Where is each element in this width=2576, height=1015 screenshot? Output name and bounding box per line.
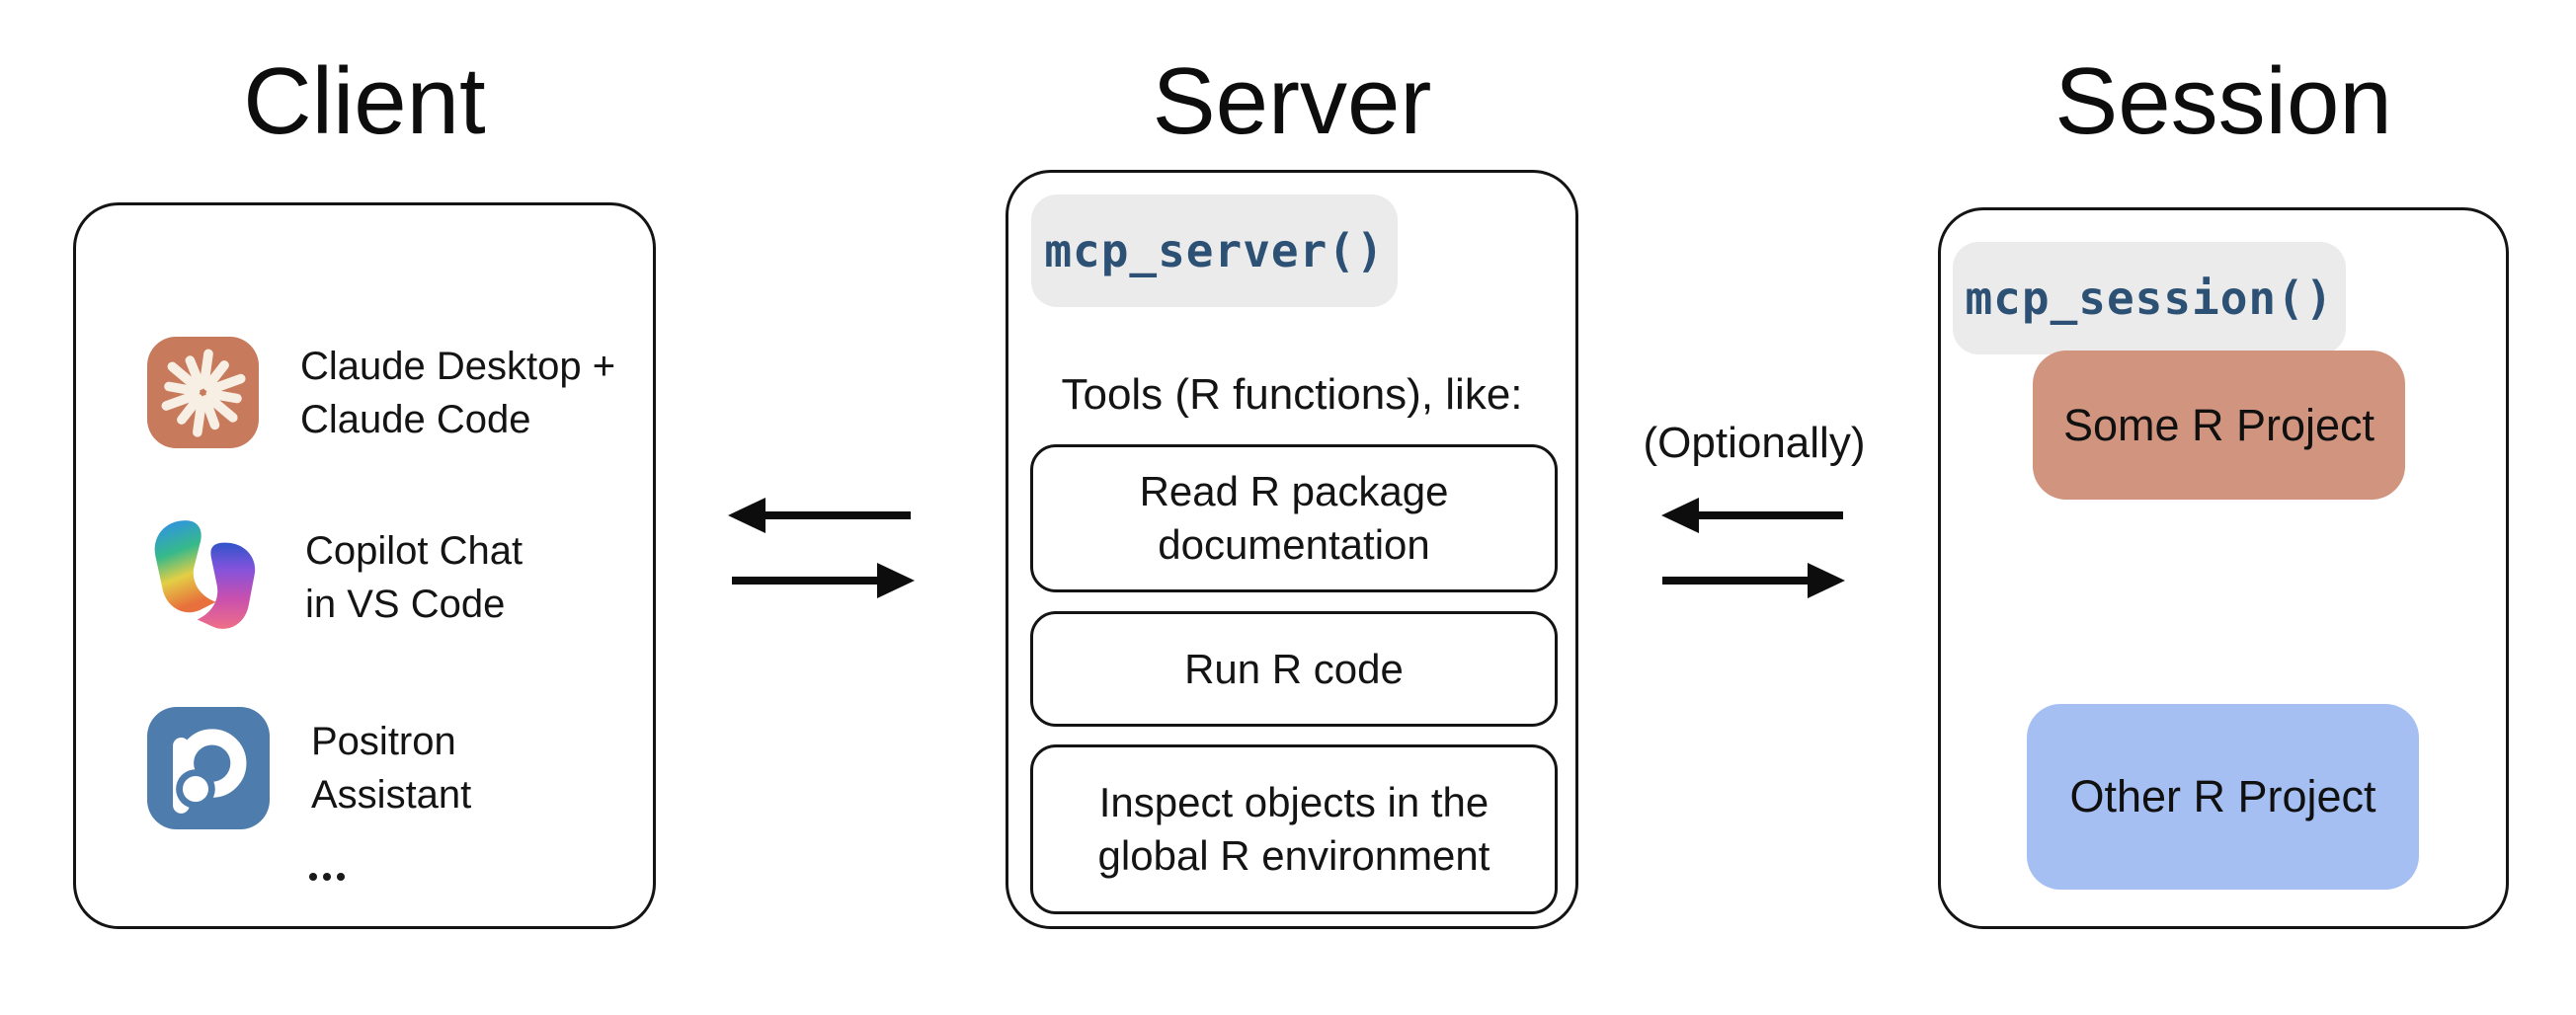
copilot-icon [154, 520, 256, 629]
arrow-client-to-server [732, 563, 915, 598]
server-title: Server [1152, 48, 1432, 154]
client-item-label: Copilot Chat in VS Code [305, 524, 523, 631]
other-r-project-box: Other R Project [2027, 704, 2419, 890]
tool-line: global R environment [1097, 832, 1490, 879]
tool-line: Inspect objects in the [1098, 779, 1489, 825]
dot [309, 873, 317, 881]
tool-line: Run R code [1184, 645, 1404, 692]
ellipsis [309, 873, 345, 881]
arrow-server-to-session [1662, 563, 1845, 598]
dot [337, 873, 345, 881]
server-panel: mcp_server() Tools (R functions), like: … [1006, 170, 1578, 929]
session-panel: mcp_session() Some R Project Other R Pro… [1938, 207, 2509, 929]
tools-heading: Tools (R functions), like: [1061, 370, 1523, 419]
mcp-session-chip: mcp_session() [1953, 242, 2346, 354]
client-panel: Claude Desktop + Claude Code [73, 202, 656, 929]
client-item-claude: Claude Desktop + Claude Code [147, 337, 615, 448]
client-item-label: Positron Assistant [311, 715, 471, 821]
project-label: Other R Project [2069, 771, 2376, 821]
client-item-label: Claude Desktop + Claude Code [300, 340, 615, 446]
mcp-server-chip: mcp_server() [1031, 195, 1398, 307]
tool-inspect-objects: Inspect objects in the global R environm… [1030, 744, 1558, 914]
client-title: Client [243, 48, 486, 154]
optionally-label: (Optionally) [1643, 419, 1866, 467]
session-title: Session [2054, 48, 2392, 154]
label-line: in VS Code [305, 583, 506, 626]
tool-line: Read R package [1139, 468, 1449, 514]
tool-line: documentation [1158, 521, 1430, 568]
label-line: Assistant [311, 773, 472, 817]
claude-icon [147, 337, 259, 448]
dot [323, 873, 331, 881]
some-r-project-box: Some R Project [2033, 351, 2405, 500]
tool-run-code: Run R code [1030, 611, 1558, 727]
label-line: Claude Desktop + [300, 344, 616, 388]
arrow-session-to-server [1661, 498, 1843, 533]
tool-read-docs: Read R package documentation [1030, 444, 1558, 592]
positron-icon [147, 707, 270, 829]
label-line: Copilot Chat [305, 529, 523, 573]
client-item-positron: Positron Assistant [147, 706, 471, 830]
label-line: Claude Code [300, 397, 531, 441]
arrow-server-to-client [728, 498, 911, 533]
label-line: Positron [311, 720, 456, 763]
project-label: Some R Project [2062, 399, 2375, 450]
client-item-copilot: Copilot Chat in VS Code [147, 515, 523, 640]
